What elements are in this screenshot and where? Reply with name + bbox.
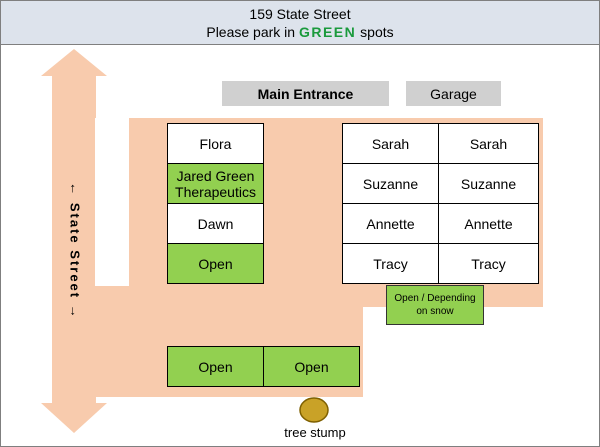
spot-bottom-1: Open: [167, 346, 264, 387]
spot-left-3: Dawn: [167, 203, 264, 244]
instruction-line: Please park in GREEN spots: [1, 23, 599, 41]
pavement-gap: [95, 118, 129, 286]
spot-right-a-4: Tracy: [342, 243, 439, 284]
spot-left-4: Open: [167, 243, 264, 284]
spot-right-a-1: Sarah: [342, 123, 439, 164]
spot-right-b-3: Annette: [438, 203, 539, 244]
spot-right-a-2: Suzanne: [342, 163, 439, 204]
street-arrow: [41, 49, 107, 433]
instruction-highlight: GREEN: [298, 24, 357, 40]
tree-stump-label: tree stump: [284, 425, 346, 440]
garage-label: Garage: [406, 81, 501, 106]
main-entrance-label: Main Entrance: [222, 81, 389, 106]
spot-right-a-3: Annette: [342, 203, 439, 244]
tree-stump-icon: [299, 397, 329, 423]
spot-left-2: Jared Green Therapeutics: [167, 163, 264, 204]
spot-left-1: Flora: [167, 123, 264, 164]
instruction-suffix: spots: [356, 24, 394, 40]
address-title: 159 State Street: [249, 6, 351, 22]
page-header: 159 State Street Please park in GREEN sp…: [1, 1, 599, 45]
spot-snow: Open / Depending on snow: [386, 285, 484, 325]
spot-right-b-1: Sarah: [438, 123, 539, 164]
instruction-prefix: Please park in: [206, 24, 299, 40]
spot-bottom-2: Open: [263, 346, 360, 387]
spot-right-b-4: Tracy: [438, 243, 539, 284]
spot-right-b-2: Suzanne: [438, 163, 539, 204]
street-label-text: ← State Street →: [67, 182, 83, 320]
